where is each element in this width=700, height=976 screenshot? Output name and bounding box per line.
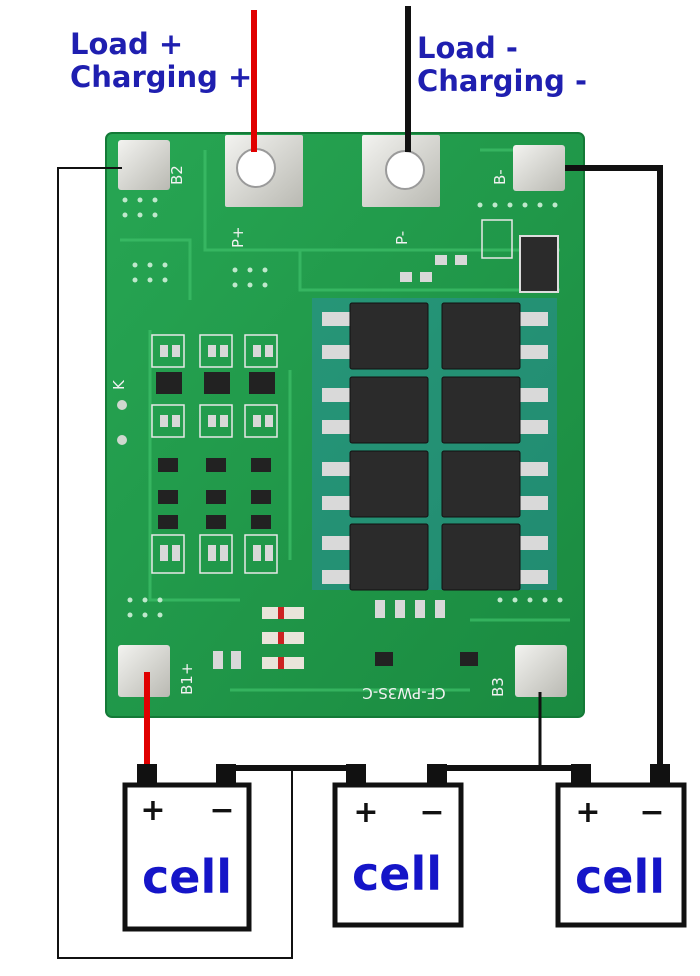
pin-k-label: K	[110, 379, 128, 390]
mosfet-6	[441, 450, 521, 518]
load-plus-text: Load +	[70, 27, 184, 61]
mosfet-7	[349, 523, 429, 591]
series-link-1	[223, 765, 359, 771]
cell-2: + − cell	[332, 764, 464, 928]
positive-terminal-label: Load + Charging +	[70, 27, 253, 95]
pad-b1-plus	[118, 645, 170, 697]
cell-1-label: cell	[142, 850, 232, 904]
cell-3: + − cell	[555, 764, 687, 928]
pad-b1-plus-label: B1+	[178, 663, 196, 695]
pad-b-minus	[513, 145, 565, 191]
b-minus-wire	[565, 165, 663, 770]
balance-circuit: K	[110, 219, 559, 669]
series-link-2	[434, 765, 584, 771]
cell-3-positive: +	[575, 795, 600, 830]
pad-b2-label: B2	[168, 165, 186, 185]
cell-3-label: cell	[575, 850, 665, 904]
cell-2-label: cell	[352, 847, 442, 901]
pad-b-minus-label: B-	[491, 169, 509, 185]
cell-1: + − cell	[122, 764, 252, 932]
mosfet-array	[312, 298, 557, 591]
b2-wire	[57, 167, 293, 959]
cell-1-positive: +	[140, 793, 165, 828]
board-pads: B2 B- B1+ B3 P+ P- CF-PW3S-C	[118, 135, 567, 702]
mosfet-2	[441, 302, 521, 370]
cell-3-negative: −	[639, 795, 664, 830]
pad-p-minus-label: P-	[393, 231, 411, 245]
mosfet-3	[349, 376, 429, 444]
pad-b3	[515, 645, 567, 697]
mosfet-4	[441, 376, 521, 444]
mosfet-1	[349, 302, 429, 370]
charging-minus-text: Charging -	[417, 64, 588, 99]
mosfet-5	[349, 450, 429, 518]
charging-plus-text: Charging +	[70, 60, 253, 95]
pad-b3-label: B3	[489, 677, 507, 697]
load-minus-text: Load -	[417, 31, 518, 65]
pad-b2	[118, 140, 170, 190]
cell-2-negative: −	[419, 795, 444, 830]
wiring	[57, 6, 663, 959]
cell-1-negative: −	[209, 793, 234, 828]
cell-2-positive: +	[353, 795, 378, 830]
board-model-label: CF-PW3S-C	[362, 684, 445, 702]
battery-cells: + − cell + − cell + − cell	[122, 764, 687, 932]
negative-terminal-label: Load - Charging -	[417, 31, 588, 99]
mosfet-8	[441, 523, 521, 591]
pad-p-plus-label: P+	[229, 226, 247, 248]
